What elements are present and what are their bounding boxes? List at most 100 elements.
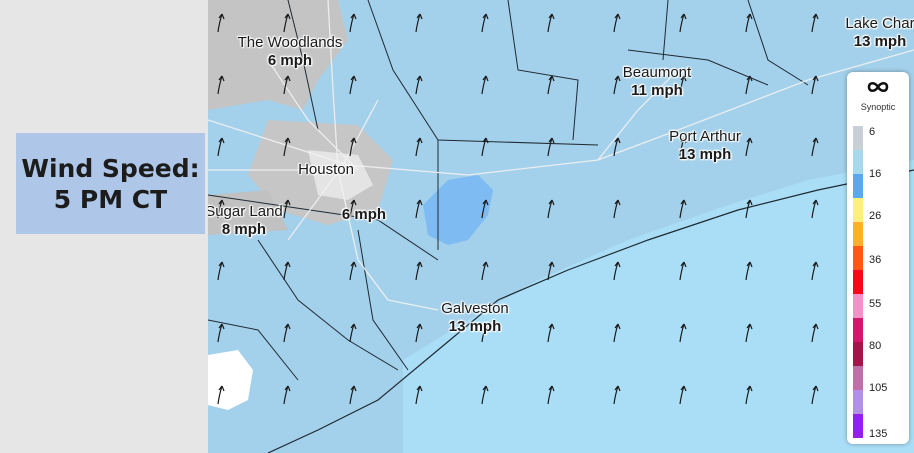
wind-arrow <box>283 199 291 219</box>
wind-arrow <box>349 137 357 157</box>
wind-arrow <box>679 137 687 157</box>
wind-arrow <box>481 13 489 33</box>
wind-arrow <box>349 323 357 343</box>
wind-arrow <box>547 323 555 343</box>
wind-arrow <box>679 385 687 405</box>
city-name: Beaumont <box>622 64 692 81</box>
wind-arrow <box>415 199 423 219</box>
wind-arrow <box>481 199 489 219</box>
city-port-arthur: Port Arthur 13 mph <box>669 128 741 164</box>
wind-arrow <box>679 323 687 343</box>
legend-color-swatch <box>853 222 863 247</box>
city-speed: 6 mph <box>341 206 387 223</box>
wind-arrow <box>415 261 423 281</box>
wind-arrow <box>217 385 225 405</box>
title-line-1: Wind Speed: <box>21 153 200 183</box>
city-name: Port Arthur <box>669 128 741 145</box>
legend-color-swatch <box>853 174 863 199</box>
title-line-2: 5 PM CT <box>53 184 168 214</box>
wind-arrow <box>547 75 555 95</box>
legend-tick: 80 <box>869 340 882 352</box>
wind-arrow <box>745 199 753 219</box>
wind-arrow <box>745 385 753 405</box>
wind-arrow <box>481 137 489 157</box>
wind-arrow <box>481 261 489 281</box>
wind-arrow <box>613 199 621 219</box>
wind-arrow <box>283 75 291 95</box>
wind-arrow <box>811 199 819 219</box>
legend-color-swatch <box>853 366 863 391</box>
wind-arrow <box>547 385 555 405</box>
wind-arrow <box>745 13 753 33</box>
wind-arrow <box>349 199 357 219</box>
wind-arrow <box>217 75 225 95</box>
wind-arrow <box>283 261 291 281</box>
wind-arrow <box>481 385 489 405</box>
wind-arrow <box>613 261 621 281</box>
wind-arrow <box>349 13 357 33</box>
wind-arrow <box>217 137 225 157</box>
legend-color-swatch <box>853 246 863 271</box>
wind-arrow <box>679 13 687 33</box>
wind-arrow <box>811 75 819 95</box>
legend-tick: 26 <box>869 210 882 222</box>
wind-arrow <box>217 323 225 343</box>
infinity-icon <box>847 78 909 101</box>
legend-tick: 105 <box>869 382 888 394</box>
map-title: Wind Speed: 5 PM CT <box>16 133 205 234</box>
legend-tick: 16 <box>869 168 882 180</box>
wind-arrow <box>349 385 357 405</box>
wind-map[interactable]: The Woodlands 6 mph Beaumont 11 mph Lake… <box>208 0 914 453</box>
wind-arrow <box>745 75 753 95</box>
city-galveston: Galveston 13 mph <box>441 300 509 336</box>
city-speed: 13 mph <box>678 146 732 163</box>
wind-arrow <box>283 385 291 405</box>
legend-color-swatch <box>853 342 863 367</box>
wind-arrow <box>613 137 621 157</box>
wind-arrow <box>217 199 225 219</box>
city-beaumont: Beaumont 11 mph <box>623 64 691 100</box>
wind-arrow <box>481 75 489 95</box>
legend-tick: 6 <box>869 126 876 138</box>
city-name: Sugar Land <box>208 203 283 220</box>
wind-arrow <box>613 13 621 33</box>
legend-color-swatch <box>853 390 863 415</box>
wind-arrow <box>217 13 225 33</box>
legend-color-swatch <box>853 150 863 175</box>
city-the-woodlands: The Woodlands 6 mph <box>238 34 343 70</box>
legend-color-swatch <box>853 294 863 319</box>
wind-arrow <box>415 75 423 95</box>
city-name: Galveston <box>441 300 509 317</box>
city-speed: 11 mph <box>631 82 683 99</box>
wind-arrow <box>283 323 291 343</box>
wind-arrow <box>415 137 423 157</box>
wind-arrow <box>811 137 819 157</box>
legend-tick: 135 <box>869 428 888 440</box>
wind-arrow <box>745 323 753 343</box>
map-background <box>208 0 914 453</box>
legend-color-scale <box>853 126 863 438</box>
wind-arrow <box>547 137 555 157</box>
legend-color-swatch <box>853 126 863 151</box>
city-speed: 6 mph <box>267 52 313 69</box>
city-speed: 13 mph <box>448 318 502 335</box>
city-name: The Woodlands <box>237 34 343 51</box>
wind-arrow <box>283 13 291 33</box>
wind-arrow <box>547 13 555 33</box>
wind-arrow <box>349 261 357 281</box>
city-speed: 13 mph <box>853 33 907 50</box>
wind-arrow <box>547 261 555 281</box>
wind-arrow <box>679 199 687 219</box>
legend-color-swatch <box>853 318 863 343</box>
legend-brand: Synoptic <box>860 102 896 112</box>
wind-arrow <box>811 261 819 281</box>
wind-arrow <box>415 323 423 343</box>
wind-arrow <box>613 385 621 405</box>
city-speed: 8 mph <box>221 221 267 238</box>
wind-arrow <box>679 75 687 95</box>
wind-arrow <box>283 137 291 157</box>
wind-arrow <box>811 323 819 343</box>
legend-tick: 55 <box>869 298 882 310</box>
legend-color-swatch <box>853 414 863 438</box>
city-name: Houston <box>298 161 354 178</box>
